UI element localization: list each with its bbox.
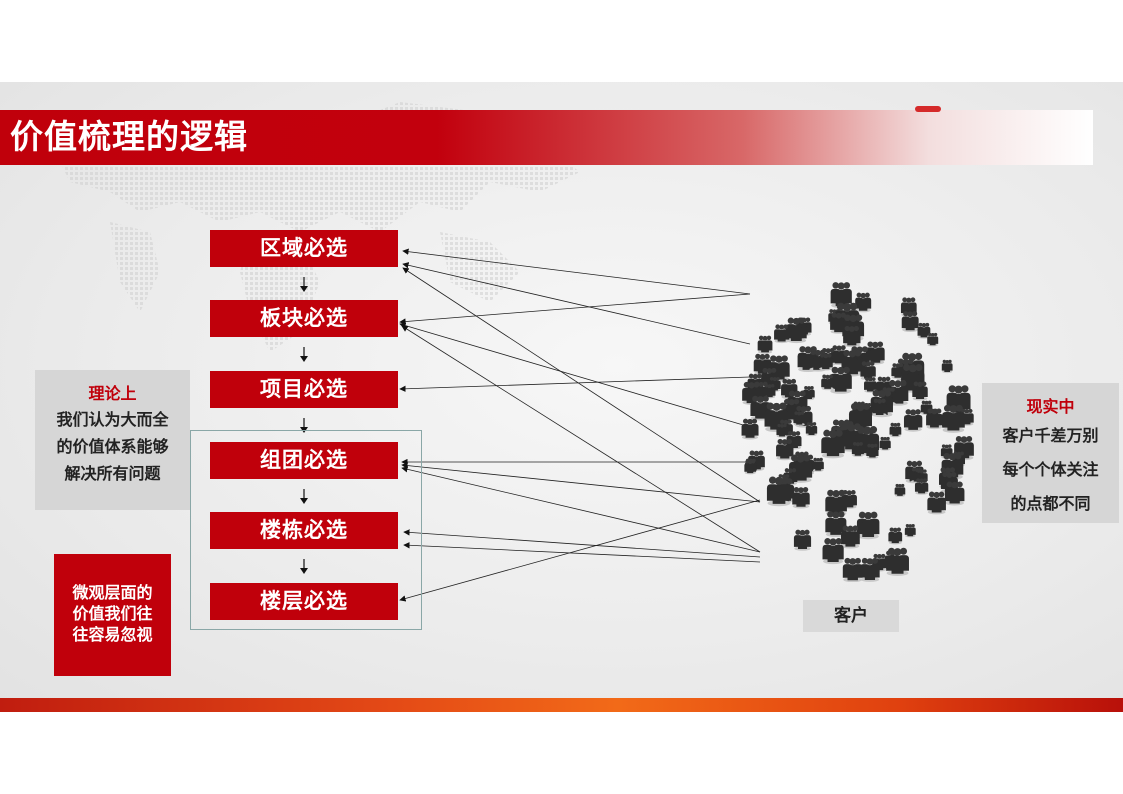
connector-line	[399, 499, 761, 602]
person-figure	[821, 374, 834, 391]
theory-heading: 理论上	[88, 384, 137, 403]
person-figure	[866, 443, 879, 459]
person-figure	[926, 408, 943, 430]
connector-line	[401, 462, 761, 503]
person-figure	[821, 429, 845, 459]
arrow-down-icon	[300, 277, 308, 292]
connector-line	[403, 529, 761, 558]
connector-lines	[399, 248, 761, 602]
person-figure	[860, 557, 880, 582]
micro-note-panel: 微观层面的 价值我们往 往容易忽视	[54, 554, 171, 676]
person-figure	[889, 422, 902, 438]
reality-panel: 现实中 客户千差万别 每个个体关注 的点都不同	[982, 383, 1119, 523]
micro-line: 往容易忽视	[72, 625, 153, 644]
connector-line	[399, 322, 751, 428]
person-figure	[914, 478, 929, 495]
person-figure	[903, 409, 923, 432]
step-block: 板块必选	[210, 300, 398, 337]
person-figure	[888, 527, 903, 545]
person-group-icon	[741, 282, 974, 582]
person-figure	[792, 486, 810, 509]
person-figure	[942, 404, 965, 433]
person-figure	[927, 491, 946, 515]
person-figure	[912, 381, 928, 401]
person-figure	[927, 332, 939, 347]
theory-line: 的价值体系能够	[56, 437, 169, 456]
person-figure	[793, 529, 812, 551]
reality-line: 客户千差万别	[1002, 426, 1099, 445]
step-cluster: 组团必选	[210, 442, 398, 479]
bottom-accent-bar	[0, 698, 1123, 712]
arrow-down-icon	[300, 489, 308, 504]
step-region: 区域必选	[210, 230, 398, 267]
micro-line: 微观层面的	[72, 583, 153, 602]
connector-line	[399, 376, 751, 393]
customer-label: 客户	[803, 600, 899, 632]
person-figure	[860, 361, 876, 381]
person-figure	[785, 317, 807, 344]
theory-line: 解决所有问题	[64, 464, 161, 483]
person-figure	[855, 292, 872, 313]
person-figure	[843, 325, 861, 348]
person-figure	[750, 395, 771, 421]
person-figure	[872, 398, 887, 417]
person-figure	[776, 423, 788, 438]
person-figure	[891, 363, 905, 380]
connector-line	[402, 267, 761, 503]
reality-line: 每个个体关注	[1002, 460, 1099, 479]
person-figure	[904, 524, 916, 538]
person-figure	[763, 384, 776, 399]
step-floor: 楼层必选	[210, 583, 398, 620]
person-figure	[917, 322, 931, 339]
connector-line	[402, 248, 751, 295]
connector-line	[403, 542, 761, 563]
arrow-down-icon	[300, 559, 308, 574]
person-figure	[742, 381, 761, 406]
person-figure	[812, 457, 824, 472]
micro-group-frame	[190, 430, 422, 630]
person-figure	[793, 411, 806, 426]
person-figure	[856, 511, 880, 540]
theory-panel: 理论上 我们认为大而全 的价值体系能够 解决所有问题	[35, 370, 190, 510]
step-building: 楼栋必选	[210, 512, 398, 549]
reality-line: 的点都不同	[1010, 494, 1091, 513]
person-figure	[744, 459, 757, 475]
person-figure	[886, 547, 909, 576]
person-figure	[818, 353, 833, 371]
connector-line	[401, 325, 761, 553]
connector-line	[399, 293, 751, 325]
connector-line	[402, 262, 751, 345]
person-figure	[776, 438, 794, 461]
slide-canvas: 价值梳理的逻辑 区域必选 板块必选 项目必选 组团必选	[0, 82, 1123, 712]
person-figure	[941, 359, 953, 374]
person-figure	[805, 422, 818, 437]
person-figure	[944, 481, 965, 506]
person-figure	[741, 418, 759, 440]
person-figure	[851, 442, 864, 457]
arrow-down-icon	[300, 347, 308, 362]
person-figure	[840, 525, 860, 549]
person-figure	[879, 436, 891, 451]
person-figure	[901, 311, 919, 332]
person-figure	[766, 476, 792, 507]
title-bar: 价值梳理的逻辑	[0, 110, 1093, 165]
person-figure	[774, 324, 790, 344]
person-figure	[894, 483, 906, 497]
person-figure	[757, 335, 773, 354]
person-figure	[842, 557, 863, 582]
step-project: 项目必选	[210, 371, 398, 408]
micro-line: 价值我们往	[72, 604, 153, 623]
person-figure	[822, 538, 844, 565]
reality-heading: 现实中	[1026, 397, 1075, 416]
connector-line	[401, 466, 761, 553]
decorative-mark	[915, 106, 941, 112]
theory-line: 我们认为大而全	[56, 410, 169, 429]
page-title: 价值梳理的逻辑	[10, 117, 248, 156]
